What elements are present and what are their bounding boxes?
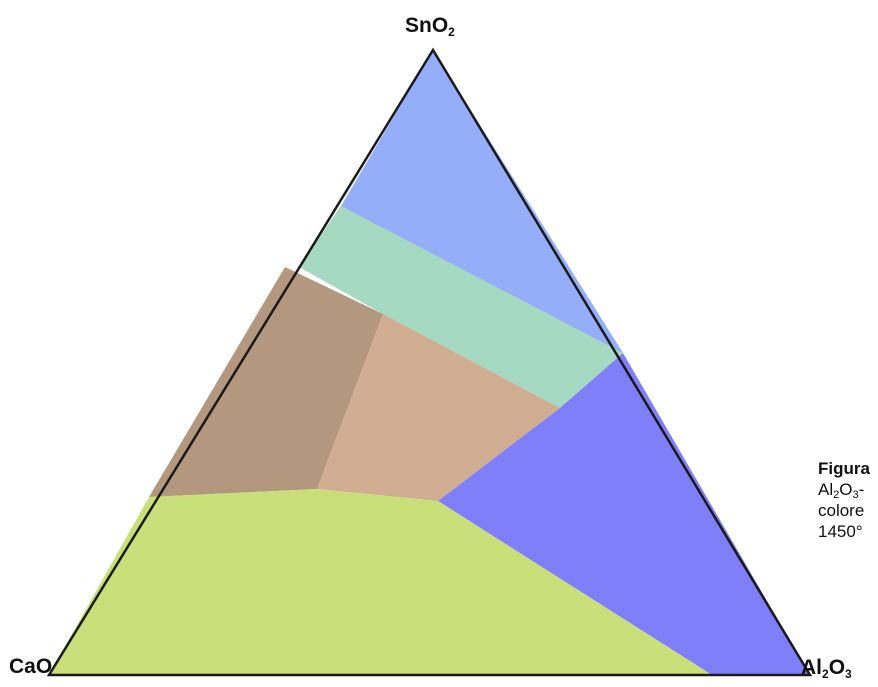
- vertex-sno2-main: SnO: [405, 14, 449, 37]
- caption-line2-s2: 3: [852, 489, 859, 501]
- region-al2o3: [438, 353, 810, 675]
- caption-line-4: 1450°: [818, 521, 878, 542]
- caption-line-3: colore: [818, 500, 878, 521]
- caption-line2-a: Al: [818, 480, 834, 499]
- caption-line4-text: 1450°: [818, 522, 863, 541]
- vertex-cao-main: CaO: [9, 655, 53, 678]
- caption-line3-text: colore: [818, 501, 865, 520]
- vertex-al2o3-main: Al: [801, 656, 822, 679]
- vertex-al2o3-sub1: 2: [822, 667, 829, 681]
- caption-line2-s1: 2: [833, 489, 840, 501]
- region-cao: [49, 489, 712, 675]
- caption-line2-b: O: [839, 480, 853, 499]
- figure-caption: Figura Al2O3- colore 1450°: [818, 458, 878, 542]
- caption-title: Figura: [818, 458, 878, 479]
- vertex-al2o3-main2: O: [828, 656, 846, 679]
- region-tan: [317, 314, 560, 501]
- vertex-label-al2o3: Al2O3: [801, 657, 852, 680]
- region-green-band: [299, 206, 623, 408]
- caption-line2-c: -: [858, 480, 865, 499]
- vertex-label-sno2: SnO2: [405, 15, 455, 38]
- caption-line-2: Al2O3-: [818, 479, 878, 501]
- caption-title-text: Figura: [818, 459, 870, 478]
- vertex-al2o3-sub2: 3: [845, 667, 852, 681]
- vertex-label-cao: CaO: [9, 656, 52, 677]
- triangle-outline: [46, 47, 813, 677]
- vertex-sno2-sub: 2: [448, 25, 455, 39]
- region-brown: [149, 267, 383, 497]
